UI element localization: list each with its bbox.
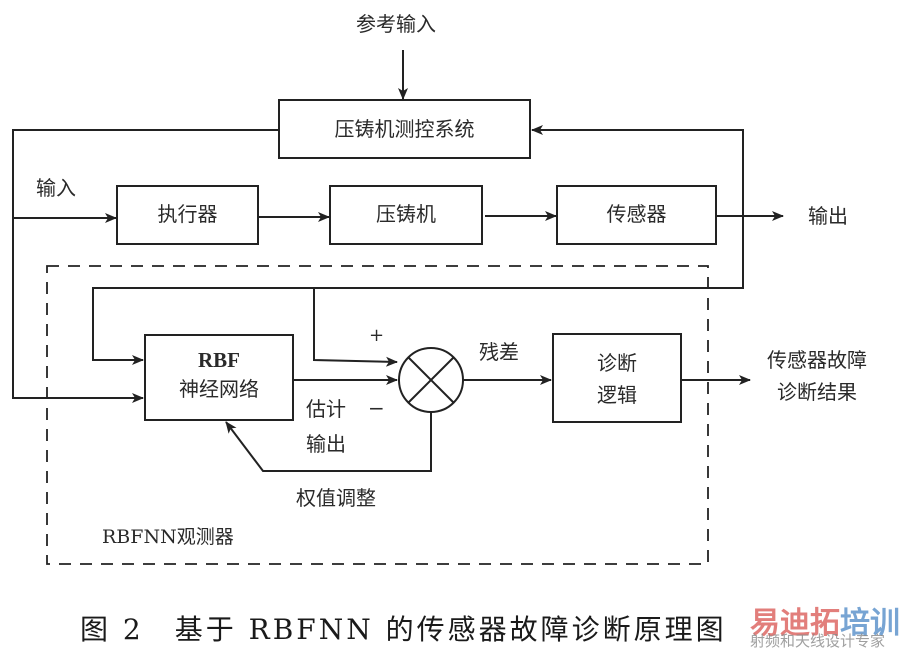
actuator-box <box>116 185 259 245</box>
input-label: 输入 <box>36 176 76 200</box>
diagnosis-box <box>552 333 682 423</box>
sensor-label: 传感器 <box>606 202 667 226</box>
diagnosis-label-line2: 逻辑 <box>597 383 637 407</box>
estimate-output-line1: 估计 <box>306 397 346 421</box>
observer-label: RBFNN观测器 <box>102 526 234 548</box>
plus-sign: + <box>369 325 385 346</box>
watermark-subtitle: 射频和天线设计专家 <box>750 632 886 650</box>
machine-label: 压铸机 <box>376 202 436 226</box>
watermark-red: 易迪拓 <box>750 606 840 641</box>
sensor-to-comparator-line <box>313 288 398 367</box>
rbf-subtitle: 神经网络 <box>179 377 259 401</box>
watermark-logo: 易迪拓培训 <box>750 598 900 642</box>
estimate-output-line2: 输出 <box>306 432 346 456</box>
control-to-rbf-line <box>12 129 279 403</box>
result-label-line1: 传感器故障 <box>767 348 867 372</box>
sensor-to-observer-line <box>92 216 744 365</box>
minus-sign: − <box>368 396 385 420</box>
sensor-feedback-line <box>531 125 744 216</box>
residual-label: 残差 <box>479 340 519 364</box>
result-label-line2: 诊断结果 <box>777 380 857 404</box>
observer-boundary <box>46 265 709 565</box>
reference-input-label: 参考输入 <box>356 12 436 36</box>
comparator-cross-2 <box>407 356 455 404</box>
machine-box <box>329 185 483 245</box>
rbf-title: RBF <box>198 348 240 372</box>
diagnosis-label-line1: 诊断 <box>597 351 637 375</box>
control-system-label: 压铸机测控系统 <box>334 117 475 141</box>
weight-adjust-line <box>225 412 432 472</box>
output-label: 输出 <box>808 204 848 228</box>
actuator-label: 执行器 <box>157 202 218 226</box>
watermark-blue: 培训 <box>840 606 900 641</box>
figure-caption: 图 2 基于 RBFNN 的传感器故障诊断原理图 <box>80 613 727 646</box>
rbf-box <box>144 334 294 421</box>
weight-adjust-label: 权值调整 <box>296 486 376 510</box>
